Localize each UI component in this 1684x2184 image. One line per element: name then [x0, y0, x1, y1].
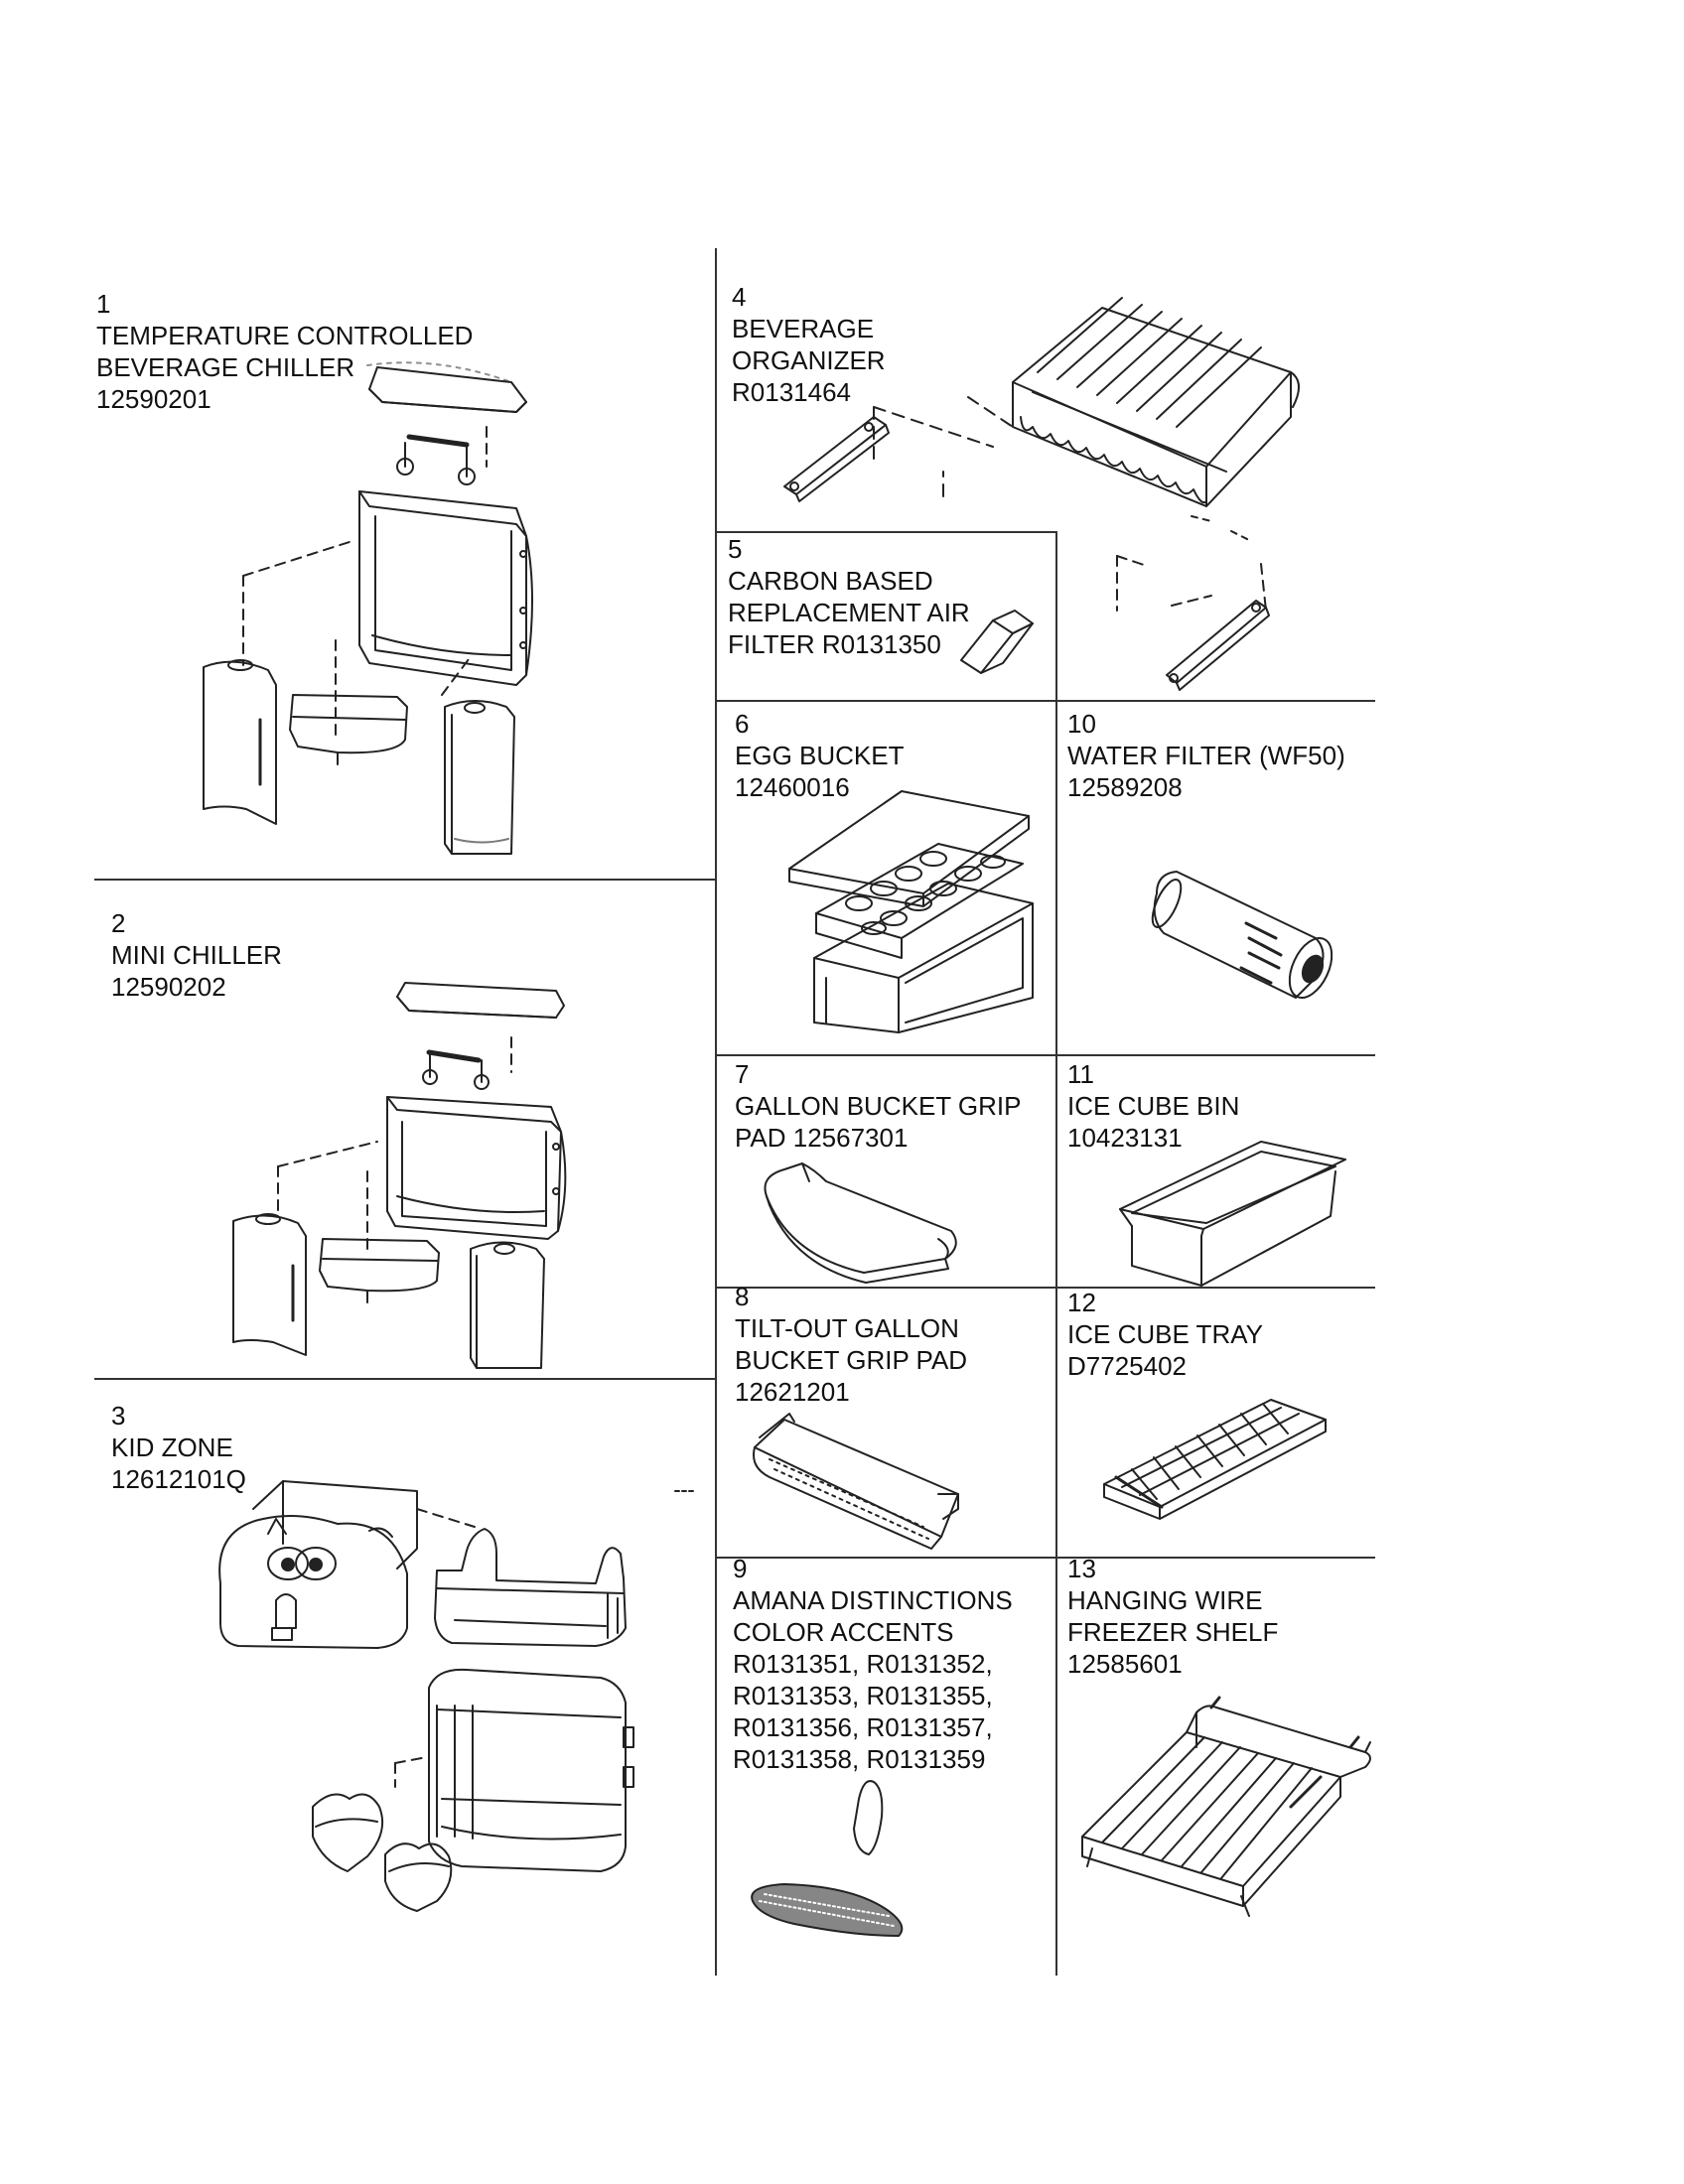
color-accents-drawing — [752, 1781, 902, 1936]
part-line: COLOR ACCENTS — [733, 1617, 954, 1647]
part-line: BEVERAGE CHILLER — [96, 352, 355, 382]
beverage-organizer-drawing — [784, 298, 1299, 690]
divider-right-7 — [715, 1287, 1375, 1289]
kid-zone-drawing — [219, 1481, 695, 1911]
part-number: 2 — [111, 908, 126, 938]
part-line: ICE CUBE BIN — [1067, 1091, 1240, 1121]
part-label-12: 12 ICE CUBE TRAY D7725402 — [1067, 1287, 1263, 1382]
mini-chiller-drawing — [233, 983, 565, 1368]
part-line: HANGING WIRE — [1067, 1585, 1263, 1615]
part-number: 3 — [111, 1401, 126, 1431]
part-line: MINI CHILLER — [111, 940, 282, 970]
part-line: AMANA DISTINCTIONS — [733, 1585, 1013, 1615]
part-line: R0131464 — [732, 377, 851, 407]
part-number: 8 — [735, 1282, 750, 1311]
divider-right-5 — [715, 700, 1375, 702]
part-number: 10 — [1067, 709, 1096, 739]
part-line: R0131356, R0131357, — [733, 1712, 993, 1742]
part-line: FILTER R0131350 — [728, 629, 941, 659]
part-number: 9 — [733, 1554, 748, 1583]
part-line: 12612101Q — [111, 1464, 246, 1494]
divider-left-2 — [94, 1378, 715, 1380]
part-number: 1 — [96, 289, 111, 319]
part-label-10: 10 WATER FILTER (WF50) 12589208 — [1067, 708, 1345, 803]
part-label-13: 13 HANGING WIRE FREEZER SHELF 12585601 — [1067, 1553, 1278, 1680]
part-line: ORGANIZER — [732, 345, 886, 375]
divider-center-vertical — [715, 248, 717, 1976]
divider-left-1 — [94, 879, 715, 881]
divider-right-vertical — [1055, 531, 1057, 1976]
part-line: 10423131 — [1067, 1123, 1183, 1153]
part-line: D7725402 — [1067, 1351, 1187, 1381]
part-line: CARBON BASED — [728, 566, 933, 596]
part-line: R0131358, R0131359 — [733, 1744, 986, 1774]
part-number: 4 — [732, 282, 747, 312]
part-label-3: 3 KID ZONE 12612101Q — [111, 1400, 246, 1495]
part-label-5: 5 CARBON BASED REPLACEMENT AIR FILTER R0… — [728, 533, 970, 660]
part-label-8: 8 TILT-OUT GALLON BUCKET GRIP PAD 126212… — [735, 1281, 967, 1408]
part-line: TEMPERATURE CONTROLLED — [96, 321, 474, 350]
part-label-4: 4 BEVERAGE ORGANIZER R0131464 — [732, 281, 886, 408]
part-line: PAD 12567301 — [735, 1123, 909, 1153]
part-label-7: 7 GALLON BUCKET GRIP PAD 12567301 — [735, 1058, 1022, 1154]
part-number: 13 — [1067, 1554, 1096, 1583]
divider-right-6 — [715, 1054, 1375, 1056]
air-filter-drawing — [961, 611, 1033, 673]
part-line: 12460016 — [735, 772, 850, 802]
part-line: KID ZONE — [111, 1433, 233, 1462]
part-label-9: 9 AMANA DISTINCTIONS COLOR ACCENTS R0131… — [733, 1553, 1013, 1775]
wire-freezer-shelf-drawing — [1082, 1698, 1370, 1916]
part-line: REPLACEMENT AIR — [728, 598, 970, 627]
tilt-out-grip-pad-drawing — [754, 1414, 958, 1549]
part-label-6: 6 EGG BUCKET 12460016 — [735, 708, 904, 803]
water-filter-drawing — [1147, 872, 1340, 1005]
part-line: 12590202 — [111, 972, 226, 1002]
part-line: 12589208 — [1067, 772, 1183, 802]
part-line: ICE CUBE TRAY — [1067, 1319, 1263, 1349]
part-line: EGG BUCKET — [735, 741, 905, 770]
ice-cube-tray-drawing — [1104, 1400, 1326, 1519]
part-line: 12585601 — [1067, 1649, 1183, 1679]
part-line: GALLON BUCKET GRIP — [735, 1091, 1022, 1121]
part-number: 11 — [1067, 1059, 1094, 1089]
divider-right-8 — [715, 1557, 1375, 1559]
part-label-11: 11 ICE CUBE BIN 10423131 — [1067, 1058, 1239, 1154]
part-number: 12 — [1067, 1288, 1096, 1317]
part-line: 12621201 — [735, 1377, 850, 1407]
part-number: 6 — [735, 709, 750, 739]
part-line: R0131351, R0131352, — [733, 1649, 993, 1679]
gallon-grip-pad-drawing — [765, 1163, 955, 1283]
part-label-2: 2 MINI CHILLER 12590202 — [111, 907, 282, 1003]
egg-bucket-drawing — [789, 791, 1033, 1032]
part-line: BEVERAGE — [732, 314, 875, 343]
part-number: 7 — [735, 1059, 750, 1089]
part-label-1: 1 TEMPERATURE CONTROLLED BEVERAGE CHILLE… — [96, 288, 473, 415]
ice-cube-bin-drawing — [1120, 1142, 1345, 1286]
part-number: 5 — [728, 534, 743, 564]
part-line: FREEZER SHELF — [1067, 1617, 1279, 1647]
divider-right-4 — [715, 531, 1057, 533]
part-line: TILT-OUT GALLON — [735, 1313, 959, 1343]
part-line: 12590201 — [96, 384, 211, 414]
beverage-chiller-drawing — [204, 362, 532, 854]
part-line: R0131353, R0131355, — [733, 1681, 993, 1710]
part-line: WATER FILTER (WF50) — [1067, 741, 1345, 770]
part-line: BUCKET GRIP PAD — [735, 1345, 968, 1375]
